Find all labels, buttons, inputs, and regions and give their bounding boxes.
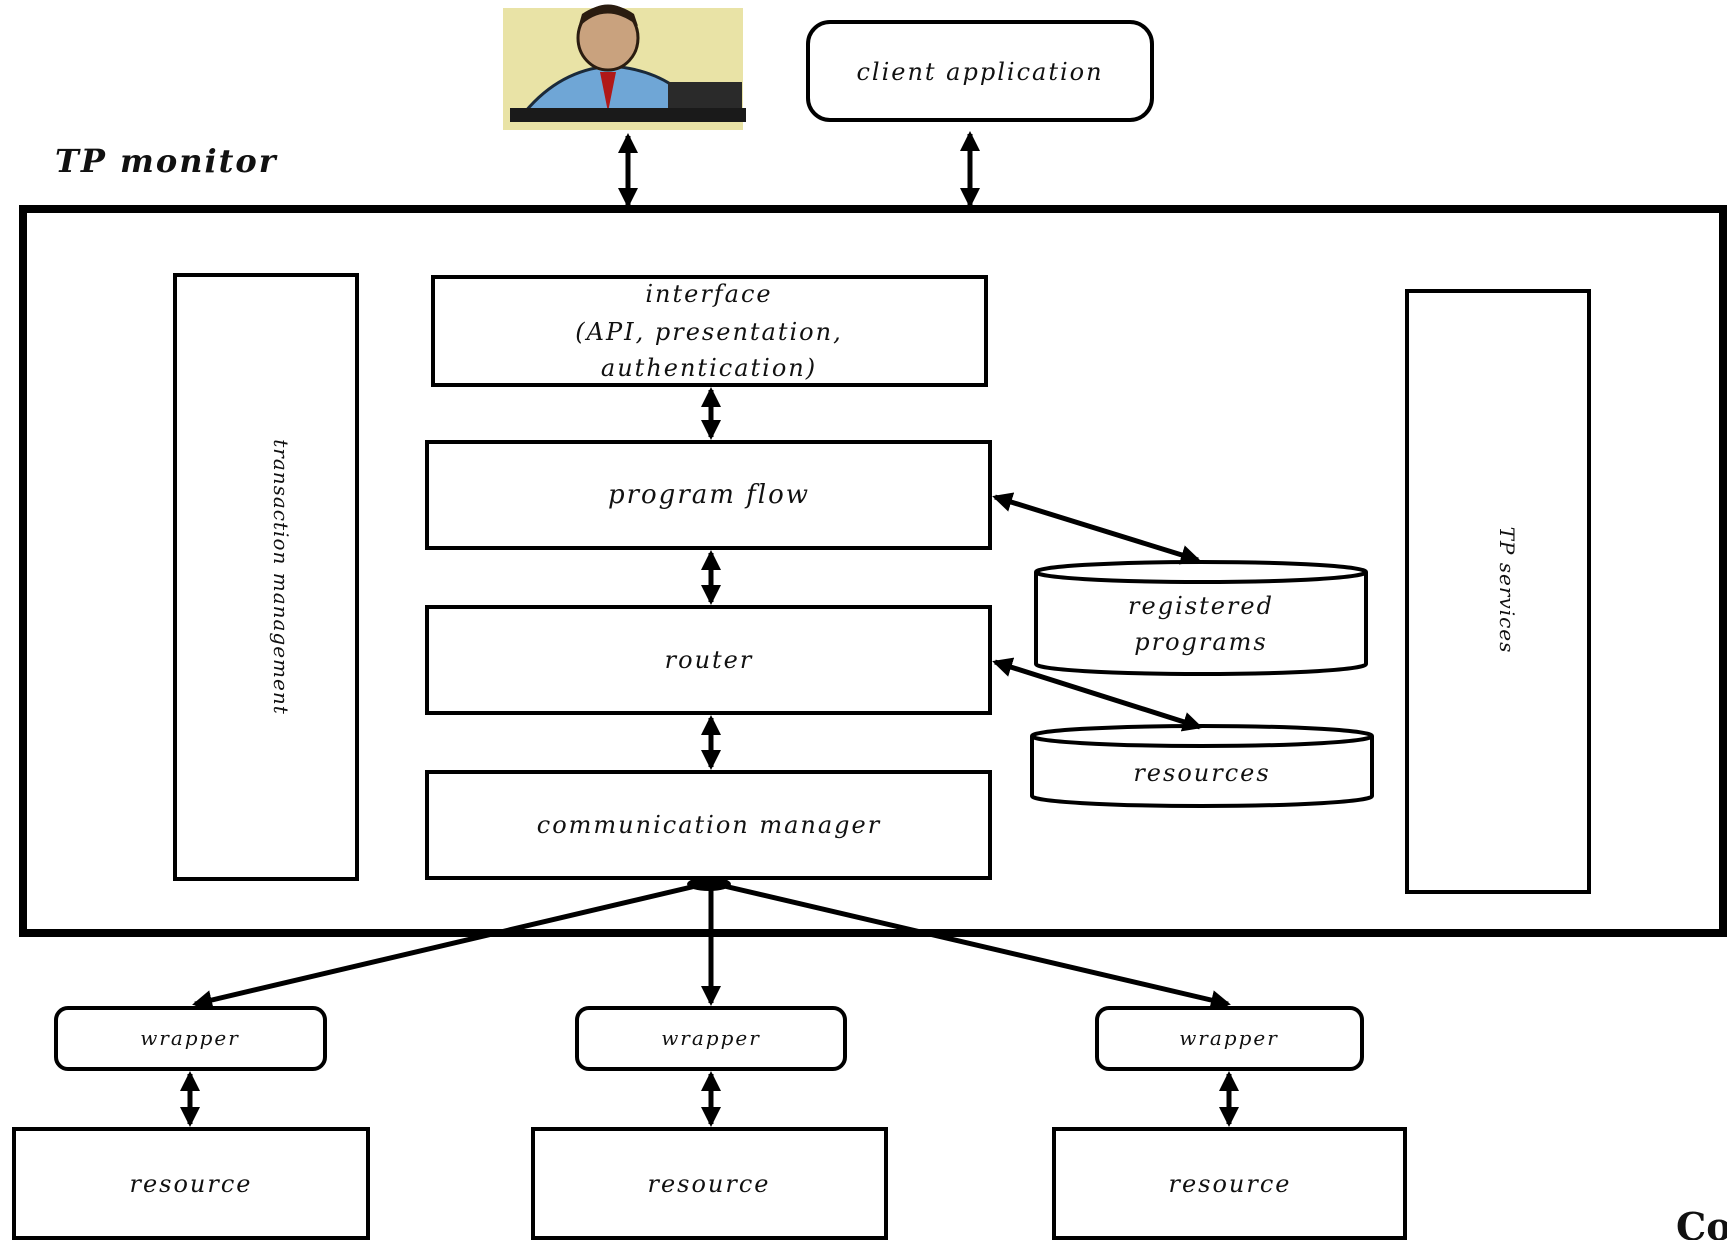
interface-title: interface (645, 280, 772, 308)
resource-right-label: resource (1168, 1170, 1291, 1198)
tp-services-label: TP services (1495, 527, 1519, 654)
program-flow-to-registered-programs-arrow (992, 492, 1201, 565)
comm-to-wrapper-left-arrow (192, 882, 701, 1010)
program-flow-label: program flow (608, 480, 810, 510)
resources-label: resources (1133, 759, 1270, 787)
router-box: router (425, 605, 992, 715)
tp-services-box: TP services (1405, 289, 1591, 894)
communication-manager-box: communication manager (425, 770, 992, 880)
wrapper-right-label: wrapper (1179, 1026, 1279, 1050)
user-at-computer-icon (503, 4, 746, 130)
registered-programs-line-1: registered (1128, 592, 1274, 620)
resources-store: resources (1030, 724, 1374, 808)
communication-manager-label: communication manager (537, 811, 881, 839)
resource-left: resource (12, 1127, 370, 1240)
transaction-management-label: transaction management (269, 439, 293, 715)
interface-detail-line-2: authentication) (601, 354, 817, 382)
router-to-resources-arrow (992, 657, 1203, 732)
resource-right: resource (1052, 1127, 1407, 1240)
interface-detail-line-1: (API, presentation, (575, 318, 842, 346)
wrapper-left: wrapper (54, 1006, 327, 1071)
wrapper-left-label: wrapper (140, 1026, 240, 1050)
router-label: router (665, 646, 754, 674)
transaction-management-box: transaction management (173, 273, 359, 881)
registered-programs-store: registered programs (1034, 560, 1368, 676)
wrapper-center-label: wrapper (661, 1026, 761, 1050)
client-application-label: client application (856, 58, 1103, 86)
interface-box: interface (API, presentation, authentica… (431, 275, 988, 387)
resource-center: resource (531, 1127, 888, 1240)
wrapper-center: wrapper (575, 1006, 847, 1071)
corner-text: Co (1676, 1204, 1727, 1240)
wrapper-right: wrapper (1095, 1006, 1364, 1071)
client-application-box: client application (806, 20, 1154, 122)
registered-programs-line-2: programs (1134, 628, 1268, 656)
tp-monitor-title: TP monitor (55, 142, 278, 180)
resource-center-label: resource (647, 1170, 770, 1198)
resource-left-label: resource (129, 1170, 252, 1198)
tp-monitor-frame (19, 205, 1727, 937)
program-flow-box: program flow (425, 440, 992, 550)
comm-to-wrapper-right-arrow (719, 882, 1231, 1010)
